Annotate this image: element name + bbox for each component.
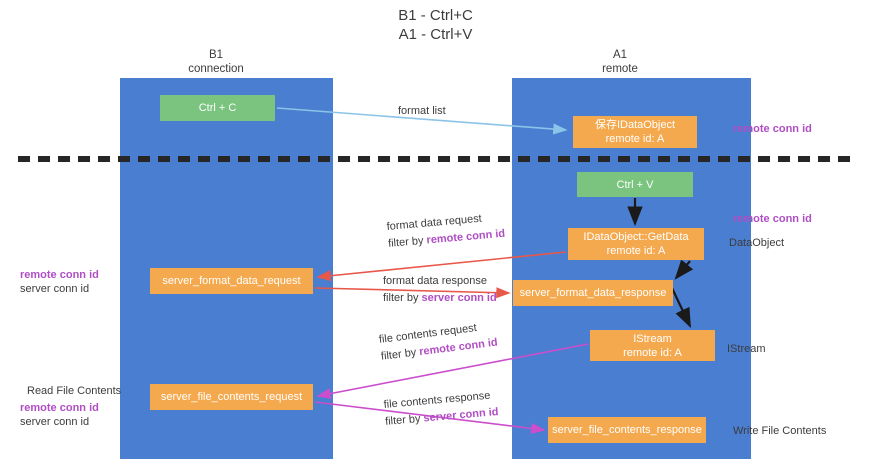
node-ctrl-c[interactable]: Ctrl + C xyxy=(160,95,275,121)
column-header-b1-role: connection xyxy=(188,63,244,75)
node-getdata-line1: IDataObject::GetData xyxy=(583,231,689,243)
filter-key-remote-conn-id: remote conn id xyxy=(426,227,506,247)
edge-label-format-data-response-main: format data response xyxy=(383,275,487,287)
node-idataobject-line1: 保存IDataObject xyxy=(594,119,676,131)
annotation-left-bottom-server: server conn id xyxy=(20,416,90,428)
node-server-file-contents-request-label: server_file_contents_request xyxy=(160,391,303,403)
node-getdata-line2: remote id: A xyxy=(606,245,666,257)
node-server-format-data-request-label: server_format_data_request xyxy=(162,275,301,287)
node-server-format-data-response-label: server_format_data_response xyxy=(519,287,667,299)
column-header-a1: A1 remote xyxy=(556,48,684,76)
column-header-a1-role: remote xyxy=(602,63,638,75)
annotation-left-mid-server: server conn id xyxy=(20,283,90,295)
node-idataobject[interactable]: 保存IDataObject remote id: A xyxy=(573,116,697,148)
node-idataobject-getdata[interactable]: IDataObject::GetData remote id: A xyxy=(568,228,704,260)
annotation-remote-conn-id-mid: remote conn id xyxy=(733,213,812,225)
title-line-2: A1 - Ctrl+V xyxy=(398,26,473,43)
edge-label-file-contents-response: file contents response filter by server … xyxy=(383,387,499,431)
node-istream[interactable]: IStream remote id: A xyxy=(590,330,715,361)
column-header-b1: B1 connection xyxy=(152,48,280,76)
node-ctrl-c-label: Ctrl + C xyxy=(198,102,237,114)
column-header-a1-name: A1 xyxy=(612,49,628,61)
edge-label-format-list: format list xyxy=(398,105,446,117)
page-title: B1 - Ctrl+C A1 - Ctrl+V xyxy=(0,6,871,44)
node-idataobject-line2: remote id: A xyxy=(605,133,665,145)
edge-label-format-data-request: format data request filter by remote con… xyxy=(386,209,506,253)
annotation-group-left-mid: remote conn id server conn id xyxy=(20,268,99,296)
node-server-file-contents-response-label: server_file_contents_response xyxy=(552,424,702,436)
annotation-left-bottom-remote: remote conn id xyxy=(20,402,99,414)
filter-key-server-conn-id-2: server conn id xyxy=(423,406,499,425)
annotation-remote-conn-id-top: remote conn id xyxy=(733,123,812,135)
annotation-write-file-contents: Write File Contents xyxy=(733,425,827,437)
phase-divider xyxy=(18,156,856,162)
node-server-format-data-request[interactable]: server_format_data_request xyxy=(150,268,313,294)
node-server-file-contents-request[interactable]: server_file_contents_request xyxy=(150,384,313,410)
node-ctrl-v-label: Ctrl + V xyxy=(616,178,654,191)
node-istream-line1: IStream xyxy=(633,332,672,345)
column-header-b1-name: B1 xyxy=(208,49,224,61)
title-line-1: B1 - Ctrl+C xyxy=(398,7,473,24)
node-server-file-contents-response[interactable]: server_file_contents_response xyxy=(548,417,706,443)
node-istream-line2: remote id: A xyxy=(623,346,682,359)
edge-label-format-data-response-filter: filter by server conn id xyxy=(383,292,497,304)
annotation-istream: IStream xyxy=(727,343,766,355)
node-server-format-data-response[interactable]: server_format_data_response xyxy=(513,280,673,306)
annotation-dataobject: DataObject xyxy=(729,237,785,249)
annotation-read-file-contents: Read File Contents xyxy=(27,385,122,397)
node-ctrl-v[interactable]: Ctrl + V xyxy=(577,172,693,197)
annotation-group-left-bottom: remote conn id server conn id xyxy=(20,401,99,429)
filter-key-server-conn-id: server conn id xyxy=(421,292,497,304)
edge-label-format-data-response: format data response filter by server co… xyxy=(383,273,497,307)
annotation-left-mid-remote: remote conn id xyxy=(20,269,99,281)
edge-label-file-contents-request: file contents request filter by remote c… xyxy=(378,318,499,366)
